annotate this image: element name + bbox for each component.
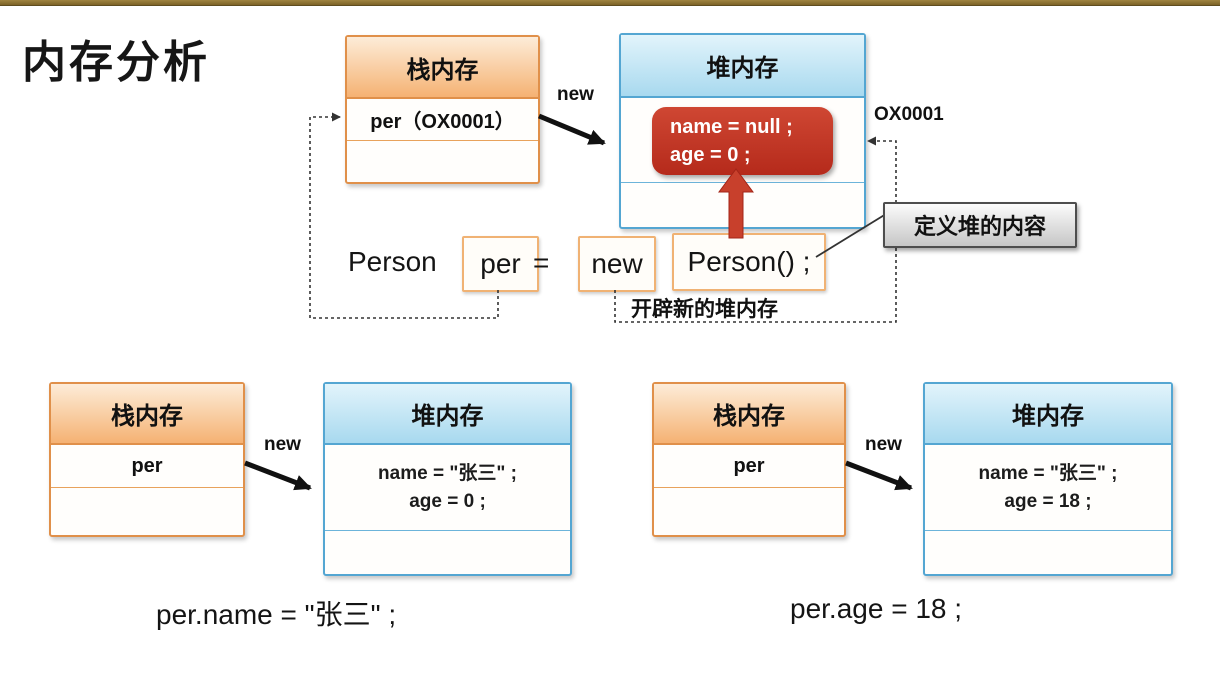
heap-content-callout: 定义堆的内容 <box>883 202 1077 248</box>
heap-object-line2: age = 0 ; <box>670 144 751 166</box>
right-heap-memory-box: 堆内存 name = "张三" ; age = 18 ; <box>923 382 1173 576</box>
address-label: OX0001 <box>874 104 944 125</box>
top-accent-bar <box>0 0 1220 6</box>
heap-content-callout-text: 定义堆的内容 <box>913 214 1046 239</box>
left-heap-content-row: name = "张三" ; age = 0 ; <box>325 445 570 531</box>
left-heap-line2: age = 0 ; <box>409 490 486 512</box>
right-heap-content-row: name = "张三" ; age = 18 ; <box>925 445 1171 531</box>
left-heap-title: 堆内存 <box>325 384 570 445</box>
page-title: 内存分析 <box>22 38 210 87</box>
top-stack-row-text: per（OX0001） <box>370 111 515 133</box>
right-stack-memory-box: 栈内存 per <box>652 382 846 537</box>
code-var-box: per <box>462 236 539 292</box>
top-heap-title: 堆内存 <box>621 35 864 98</box>
left-stack-row-per: per <box>51 445 243 488</box>
right-heap-title: 堆内存 <box>925 384 1171 445</box>
left-new-arrow <box>244 460 312 491</box>
top-new-label: new <box>557 84 594 105</box>
top-heap-row-empty <box>621 183 864 224</box>
left-heap-line1: name = "张三" ; <box>378 462 517 484</box>
right-heap-line2: age = 18 ; <box>1004 490 1092 512</box>
left-stack-row-empty <box>51 488 243 531</box>
heap-object-line1: name = null ; <box>670 116 793 138</box>
top-stack-row-per: per（OX0001） <box>347 99 538 141</box>
top-stack-row-empty <box>347 141 538 179</box>
right-stack-row-empty <box>654 488 844 531</box>
right-code-statement: per.age = 18 ; <box>790 593 963 624</box>
left-new-label: new <box>264 434 301 455</box>
right-heap-line1: name = "张三" ; <box>978 462 1118 484</box>
top-stack-title: 栈内存 <box>347 37 538 99</box>
top-new-arrow <box>538 113 606 146</box>
top-stack-memory-box: 栈内存 per（OX0001） <box>345 35 540 184</box>
left-stack-title: 栈内存 <box>51 384 243 445</box>
left-heap-memory-box: 堆内存 name = "张三" ; age = 0 ; <box>323 382 572 576</box>
code-equals: = <box>533 247 550 278</box>
code-ctor-box: Person() ; <box>672 233 826 291</box>
new-heap-note: 开辟新的堆内存 <box>631 298 778 321</box>
left-stack-row-text: per <box>131 454 163 477</box>
left-stack-memory-box: 栈内存 per <box>49 382 245 537</box>
right-stack-row-per: per <box>654 445 844 488</box>
right-new-label: new <box>865 434 902 455</box>
left-heap-row-empty <box>325 531 570 569</box>
left-code-statement: per.name = "张三" ; <box>156 599 397 630</box>
heap-object-card: name = null ; age = 0 ; <box>652 107 833 175</box>
right-heap-row-empty <box>925 531 1171 569</box>
right-stack-row-text: per <box>733 454 765 477</box>
code-new-box: new <box>578 236 656 292</box>
right-stack-title: 栈内存 <box>654 384 844 445</box>
right-new-arrow <box>845 460 913 491</box>
code-type: Person <box>348 246 437 277</box>
